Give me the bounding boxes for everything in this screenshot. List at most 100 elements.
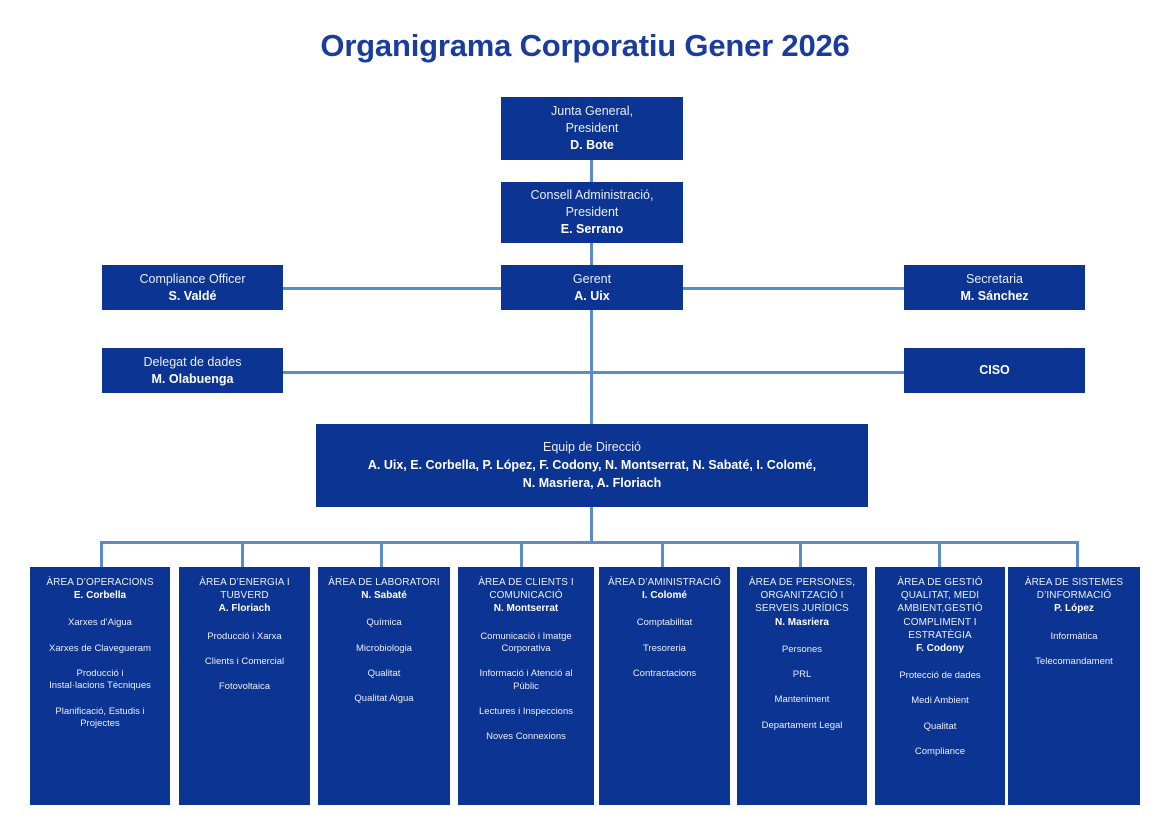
department-item[interactable]: Química (366, 617, 402, 629)
connector-junta-consell (590, 160, 593, 182)
department-item[interactable]: Departament Legal (761, 719, 843, 731)
connector-consell-gerent (590, 243, 593, 267)
department-title-line: ÀREA D’AMINISTRACIÓ (607, 577, 722, 588)
department-title-line: ÀREA DE PERSONES, (748, 577, 856, 588)
equip-members-line1: A. Uix, E. Corbella, P. López, F. Codony… (367, 457, 817, 472)
department-item[interactable]: Comptabilitat (636, 617, 693, 629)
department-item[interactable]: Persones (781, 643, 823, 655)
department-title-line: ÀREA DE CLIENTS I (478, 577, 574, 588)
department-title-line: D’INFORMACIÓ (1036, 590, 1112, 602)
department-item[interactable]: Manteniment (774, 694, 830, 706)
department-item[interactable]: Protecció de dades (899, 670, 981, 682)
consell-person: E. Serrano (560, 221, 624, 236)
department-item[interactable]: Qualitat (367, 668, 401, 680)
department-item[interactable]: Xarxes de Clavegueram (49, 642, 151, 654)
connector-drop-dept-3 (380, 541, 383, 568)
department-item[interactable]: Qualitat Aigua (354, 693, 414, 705)
delegat-dades-person: M. Olabuenga (151, 371, 234, 386)
department-item[interactable]: Fotovoltaica (218, 681, 271, 693)
department-item[interactable]: Contractacions (632, 668, 697, 680)
connector-drop-dept-7 (938, 541, 941, 568)
department-head-name: N. Montserrat (493, 603, 559, 615)
department-title-line: ESTRATÈGIA (908, 629, 972, 641)
department-head-name: F. Codony (916, 642, 964, 654)
node-consell-administracio[interactable]: Consell Administració, President E. Serr… (501, 182, 683, 243)
node-junta-general[interactable]: Junta General, President D. Bote (501, 97, 683, 160)
node-compliance-officer[interactable]: Compliance Officer S. Valdé (102, 265, 283, 310)
department-item[interactable]: Medi Ambient (911, 695, 969, 707)
department-item[interactable]: Tresoreria (643, 642, 686, 654)
department-title-line: ORGANITZACIÓ I (760, 590, 844, 602)
department-item[interactable]: Producció i Xarxa (207, 630, 282, 642)
department-head-name: N. Sabaté (361, 590, 407, 602)
department-head-name: N. Masriera (775, 616, 829, 628)
connector-gerent-compliance (283, 287, 503, 290)
equip-members-line2: N. Masriera, A. Floriach (522, 475, 662, 490)
delegat-dades-role: Delegat de dades (143, 354, 242, 369)
department-title-line: ÀREA DE LABORATORI (328, 577, 440, 588)
connector-department-bus (100, 541, 1078, 544)
node-gerent[interactable]: Gerent A. Uix (501, 265, 683, 310)
department-item[interactable]: Qualitat (923, 720, 957, 732)
department-head-name: E. Corbella (73, 590, 127, 602)
department-title-line: ÀREA D’ENERGIA I (199, 577, 290, 588)
connector-delegat-ciso (283, 371, 904, 374)
connector-drop-dept-5 (661, 541, 664, 568)
compliance-officer-role: Compliance Officer (139, 271, 246, 286)
connector-drop-dept-6 (799, 541, 802, 568)
department-item[interactable]: Telecomandament (1035, 655, 1113, 667)
gerent-role: Gerent (572, 271, 612, 286)
department-title-line: SERVEIS JURÍDICS (755, 603, 849, 615)
connector-drop-dept-2 (241, 541, 244, 568)
department-title-line: ÀREA D’OPERACIONS (46, 577, 154, 588)
connector-gerent-equip (590, 310, 593, 424)
department-title-line: COMPLIMENT I (903, 616, 977, 628)
department-item[interactable]: PRL (792, 669, 812, 681)
consell-role-line2: President (565, 205, 619, 220)
department-item[interactable]: Microbiologia (356, 642, 412, 654)
department-item[interactable]: Compliance (914, 746, 966, 758)
junta-person: D. Bote (570, 137, 614, 152)
junta-role-line2: President (565, 121, 619, 136)
department-item[interactable]: Noves Connexions (486, 731, 566, 743)
node-equip-de-direccio[interactable]: Equip de Direcció A. Uix, E. Corbella, P… (316, 424, 868, 507)
department-item[interactable]: Clients i Comercial (204, 655, 285, 667)
department-title-line: COMUNICACIÓ (489, 590, 563, 602)
node-delegat-de-dades[interactable]: Delegat de dades M. Olabuenga (102, 348, 283, 393)
consell-role-line1: Consell Administració, (530, 188, 654, 203)
junta-role-line1: Junta General, (551, 104, 633, 119)
secretaria-person: M. Sánchez (960, 288, 1029, 303)
department-head-name: I. Colomé (641, 590, 687, 602)
connector-equip-bus (590, 507, 593, 543)
connector-drop-dept-1 (100, 541, 103, 568)
department-item[interactable]: Informàtica (1050, 630, 1098, 642)
compliance-officer-person: S. Valdé (168, 288, 217, 303)
gerent-person: A. Uix (574, 288, 610, 303)
node-secretaria[interactable]: Secretaria M. Sánchez (904, 265, 1085, 310)
ciso-label: CISO (979, 363, 1010, 378)
department-title-line: TUBVERD (220, 590, 269, 602)
equip-role: Equip de Direcció (543, 440, 641, 454)
secretaria-role: Secretaria (966, 271, 1023, 286)
department-head-name: A. Floriach (218, 603, 271, 615)
department-item[interactable]: Xarxes d’Aigua (68, 617, 132, 629)
department-item[interactable]: Lectures i Inspeccions (479, 705, 573, 717)
department-title-line: ÀREA DE SISTEMES (1024, 577, 1124, 588)
department-title-line: ÀREA DE GESTIÓ (897, 577, 983, 588)
connector-gerent-secretaria (682, 287, 904, 290)
node-ciso[interactable]: CISO (904, 348, 1085, 393)
page-title: Organigrama Corporatiu Gener 2026 (320, 28, 850, 63)
